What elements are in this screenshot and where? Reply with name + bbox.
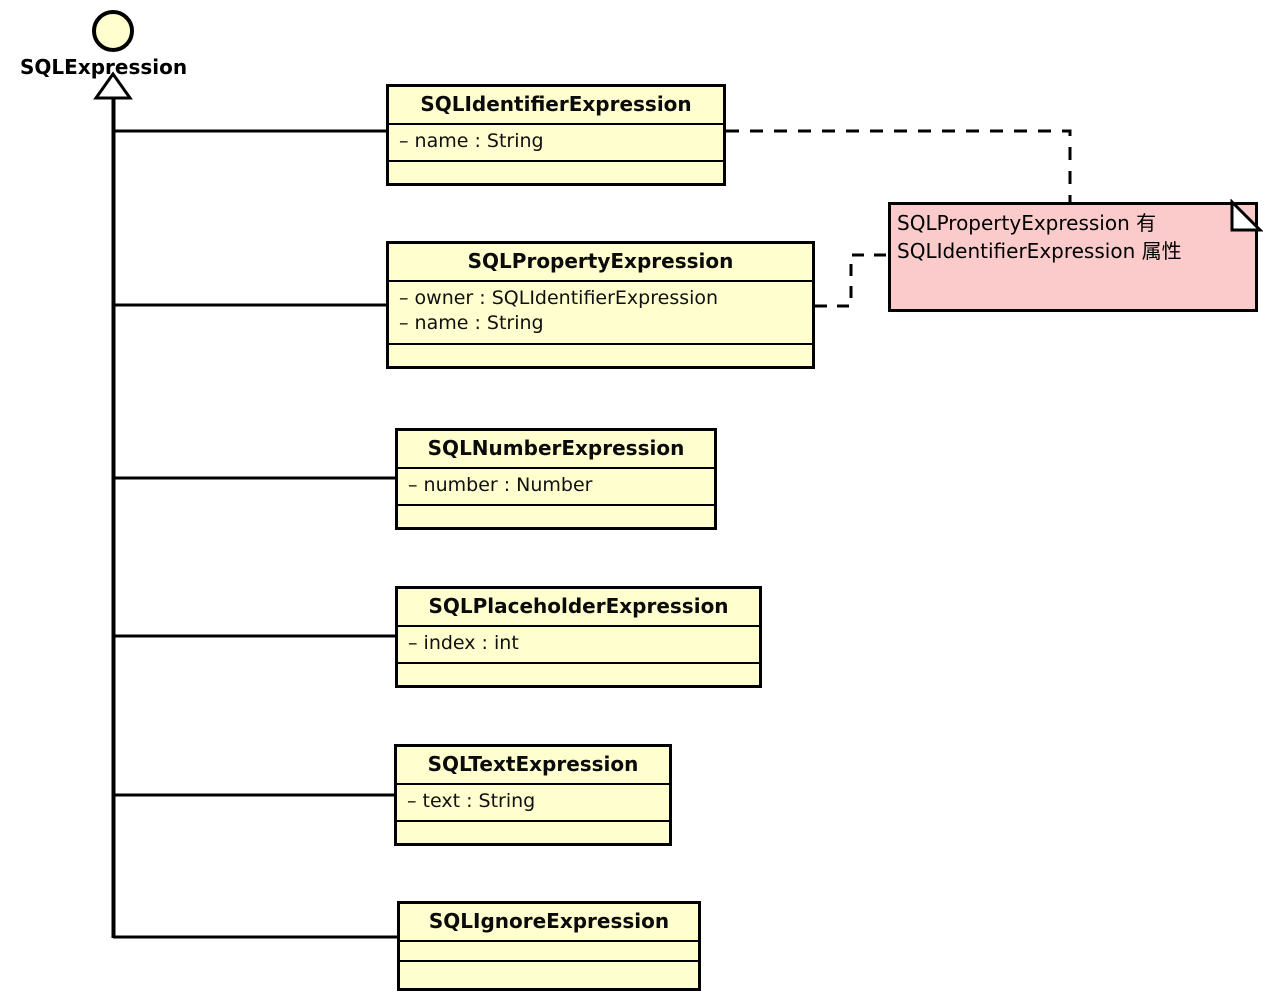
class-name: SQLNumberExpression (427, 436, 685, 460)
note-sqlproperty-has-sqlidentifier[interactable]: SQLPropertyExpression 有 SQLIdentifierExp… (888, 202, 1258, 312)
compartment-divider (398, 625, 759, 627)
class-name: SQLTextExpression (427, 752, 639, 776)
attribute-item: – index : int (408, 632, 519, 654)
compartment-divider (398, 467, 714, 469)
attribute-item: – text : String (407, 790, 536, 812)
attributes-compartment: – owner : SQLIdentifierExpression – name… (389, 282, 812, 343)
note-line: SQLPropertyExpression 有 (897, 211, 1157, 235)
note-link-property (815, 253, 888, 308)
class-box-sqlplaceholderexpression[interactable]: SQLPlaceholderExpression – index : int (395, 586, 762, 689)
compartment-divider (389, 342, 812, 345)
attributes-compartment (400, 942, 698, 960)
compartment-divider (389, 123, 723, 125)
attributes-compartment: – index : int (398, 627, 759, 662)
class-box-sqltextexpression[interactable]: SQLTextExpression – text : String (394, 744, 672, 847)
operations-compartment (397, 822, 669, 843)
interface-circle-sqlexpression[interactable] (92, 10, 134, 52)
note-line: SQLIdentifierExpression 属性 (897, 239, 1182, 264)
operations-compartment (400, 962, 698, 988)
compartment-divider (398, 504, 714, 507)
operations-compartment (398, 664, 759, 685)
attribute-item: – number : Number (408, 474, 593, 496)
operations-compartment (389, 162, 723, 183)
attribute-item: – name : String (399, 312, 544, 335)
operations-compartment (389, 345, 812, 366)
compartment-divider (400, 960, 698, 962)
attribute-item: – name : String (399, 130, 544, 152)
compartment-divider (389, 160, 723, 163)
attributes-compartment: – number : Number (398, 469, 714, 504)
class-name: SQLIdentifierExpression (420, 92, 692, 116)
class-box-sqlnumberexpression[interactable]: SQLNumberExpression – number : Number (395, 428, 717, 531)
class-box-sqlidentifierexpression[interactable]: SQLIdentifierExpression – name : String (386, 84, 726, 187)
compartment-divider (397, 820, 669, 823)
compartment-divider (397, 783, 669, 785)
class-box-sqlpropertyexpression[interactable]: SQLPropertyExpression – owner : SQLIdent… (386, 241, 815, 369)
attribute-item: – owner : SQLIdentifierExpression (399, 287, 719, 309)
note-link-identifier (726, 129, 1072, 202)
class-name: SQLPlaceholderExpression (428, 594, 729, 618)
interface-label-sqlexpression: SQLExpression (20, 55, 188, 79)
compartment-divider (398, 662, 759, 665)
attributes-compartment: – text : String (397, 785, 669, 820)
operations-compartment (398, 506, 714, 527)
class-name: SQLPropertyExpression (467, 249, 734, 273)
compartment-divider (400, 940, 698, 942)
class-box-sqlignoreexpression[interactable]: SQLIgnoreExpression (397, 901, 701, 991)
compartment-divider (389, 280, 812, 282)
class-name: SQLIgnoreExpression (428, 909, 670, 933)
attributes-compartment: – name : String (389, 125, 723, 160)
